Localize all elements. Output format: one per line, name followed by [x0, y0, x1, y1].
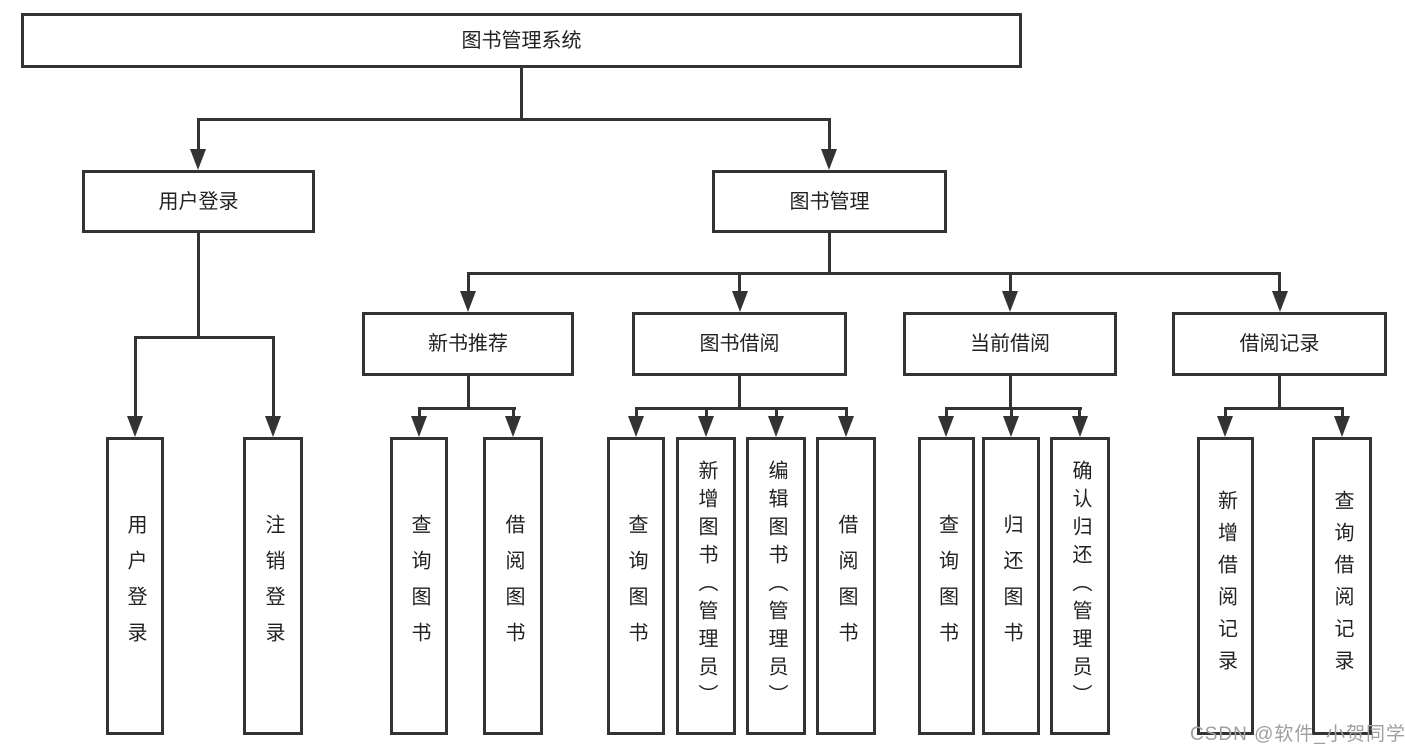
- connector-arrow: [821, 149, 837, 170]
- connector-line: [1224, 407, 1227, 419]
- connector-line: [197, 233, 200, 339]
- connector-arrow: [768, 416, 784, 437]
- connector-line: [1341, 407, 1344, 419]
- node-root: 图书管理系统: [21, 13, 1022, 68]
- connector-arrow: [127, 416, 143, 437]
- connector-arrow: [1272, 291, 1288, 312]
- leaf-records-add-record: 新增借阅记录: [1197, 437, 1254, 735]
- node-book-borrow: 图书借阅: [632, 312, 847, 376]
- connector-line: [1009, 376, 1012, 410]
- connector-line: [1278, 272, 1281, 296]
- connector-line: [467, 376, 470, 410]
- connector-line: [1078, 407, 1081, 419]
- leaf-borrow-edit-books-admin: 编辑图书（管理员）: [746, 437, 806, 735]
- connector-arrow: [628, 416, 644, 437]
- connector-arrow: [698, 416, 714, 437]
- connector-line: [467, 272, 470, 296]
- leaf-records-query-record: 查询借阅记录: [1312, 437, 1372, 735]
- connector-line: [705, 407, 708, 419]
- connector-line: [134, 336, 137, 420]
- connector-line: [945, 407, 1082, 410]
- connector-line: [467, 272, 1281, 275]
- leaf-recommend-query-books: 查询图书: [390, 437, 448, 735]
- csdn-watermark: CSDN @软件_小贺同学: [1190, 724, 1405, 745]
- connector-line: [845, 407, 848, 419]
- connector-arrow: [1003, 416, 1019, 437]
- connector-line: [197, 118, 831, 121]
- leaf-user-login: 用户登录: [106, 437, 164, 735]
- node-borrow-records: 借阅记录: [1172, 312, 1387, 376]
- connector-arrow: [938, 416, 954, 437]
- connector-arrow: [190, 149, 206, 170]
- connector-arrow: [838, 416, 854, 437]
- connector-arrow: [1072, 416, 1088, 437]
- leaf-current-return-books: 归还图书: [982, 437, 1040, 735]
- connector-line: [197, 118, 200, 152]
- connector-arrow: [1002, 291, 1018, 312]
- connector-line: [1224, 407, 1344, 410]
- connector-line: [272, 336, 275, 420]
- leaf-borrow-borrow-books: 借阅图书: [816, 437, 876, 735]
- connector-arrow: [505, 416, 521, 437]
- connector-line: [1278, 376, 1281, 410]
- leaf-borrow-add-books-admin: 新增图书（管理员）: [676, 437, 736, 735]
- connector-line: [1009, 272, 1012, 296]
- connector-line: [828, 233, 831, 275]
- connector-line: [738, 272, 741, 296]
- node-book-management: 图书管理: [712, 170, 947, 233]
- leaf-borrow-query-books: 查询图书: [607, 437, 665, 735]
- connector-line: [134, 336, 275, 339]
- connector-arrow: [411, 416, 427, 437]
- leaf-current-confirm-return-admin: 确认归还（管理员）: [1050, 437, 1110, 735]
- connector-line: [775, 407, 778, 419]
- node-current-borrow: 当前借阅: [903, 312, 1117, 376]
- node-new-book-recommend: 新书推荐: [362, 312, 574, 376]
- leaf-current-query-books: 查询图书: [918, 437, 975, 735]
- connector-line: [738, 376, 741, 410]
- connector-line: [512, 407, 515, 419]
- connector-arrow: [460, 291, 476, 312]
- leaf-logout: 注销登录: [243, 437, 303, 735]
- connector-arrow: [265, 416, 281, 437]
- connector-line: [635, 407, 848, 410]
- connector-line: [945, 407, 948, 419]
- leaf-recommend-borrow-books: 借阅图书: [483, 437, 543, 735]
- connector-arrow: [1334, 416, 1350, 437]
- connector-line: [520, 68, 523, 120]
- connector-line: [1010, 407, 1013, 419]
- connector-arrow: [1217, 416, 1233, 437]
- node-user-login: 用户登录: [82, 170, 315, 233]
- connector-line: [418, 407, 421, 419]
- connector-line: [418, 407, 516, 410]
- connector-line: [828, 118, 831, 152]
- connector-line: [635, 407, 638, 419]
- connector-arrow: [732, 291, 748, 312]
